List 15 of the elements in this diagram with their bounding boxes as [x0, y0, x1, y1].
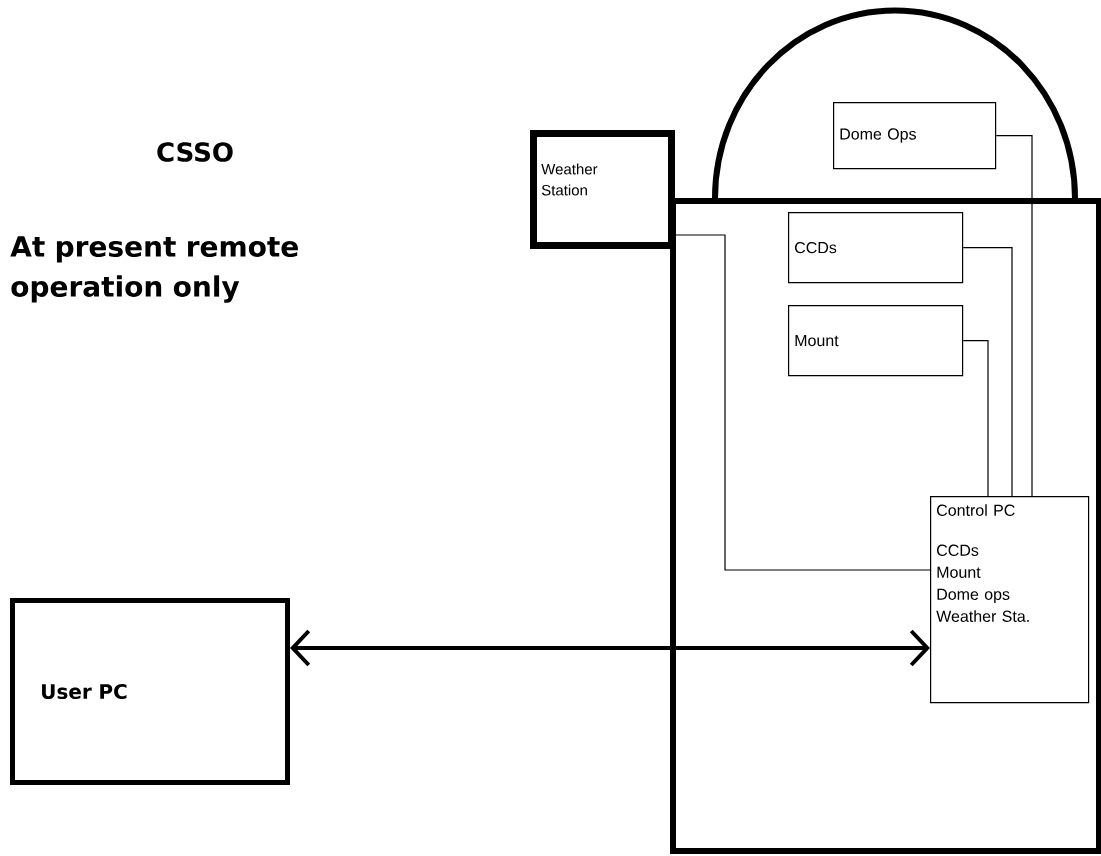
connector-line — [962, 340, 989, 497]
title: CSSO — [157, 142, 233, 162]
note: At present remote operation only — [10, 236, 298, 303]
double-arrow — [290, 629, 930, 667]
box: CCDs — [788, 212, 964, 284]
box: Weather Station — [530, 130, 675, 249]
box: Dome Ops — [833, 102, 997, 170]
connector-line — [995, 135, 1033, 497]
connector-line — [962, 247, 1013, 497]
box: Mount — [788, 305, 964, 377]
box: Control PC CCDs Mount Dome ops Weather Sta. — [930, 496, 1090, 704]
box: User PC — [10, 598, 290, 785]
connector-line — [674, 234, 931, 571]
building-box — [670, 198, 1101, 854]
dome-outline — [712, 7, 1078, 199]
